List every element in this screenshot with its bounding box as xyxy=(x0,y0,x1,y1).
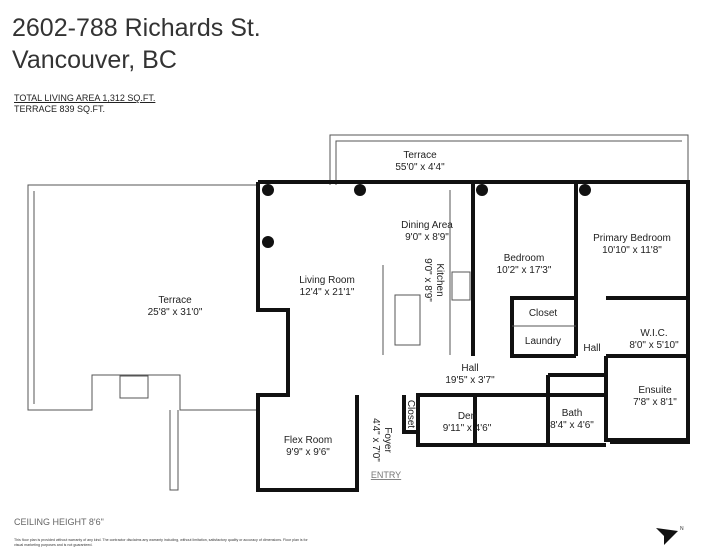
room-terrace-left-dims: 25'8" x 31'0" xyxy=(148,307,203,318)
room-living: Living Room xyxy=(299,275,355,286)
room-bath-dims: 8'4" x 4'6" xyxy=(550,420,594,431)
kitchen-fixtures xyxy=(119,271,471,399)
room-den: Den xyxy=(458,411,476,422)
room-terrace-left: Terrace xyxy=(158,295,192,306)
room-hall-2: Hall xyxy=(583,343,600,354)
room-living-dims: 12'4" x 21'1" xyxy=(300,287,355,298)
room-bath: Bath xyxy=(562,408,583,419)
room-terrace-top-dims: 55'0" x 4'4" xyxy=(395,162,445,173)
room-flex-dims: 9'9" x 9'6" xyxy=(286,447,330,458)
entry-label: ENTRY xyxy=(371,470,401,480)
address-title: 2602-788 Richards St. xyxy=(12,14,261,42)
room-dining-dims: 9'0" x 8'9" xyxy=(405,232,449,243)
columns xyxy=(262,184,591,248)
room-primary-bedroom-dims: 10'10" x 11'8" xyxy=(602,245,662,256)
room-terrace-top: Terrace xyxy=(403,150,437,161)
room-labels: Terrace 55'0" x 4'4" Terrace 25'8" x 31'… xyxy=(148,150,680,480)
area-summary: TOTAL LIVING AREA 1,312 SQ.FT. TERRACE 8… xyxy=(14,93,155,115)
terrace-outlines xyxy=(27,134,689,491)
room-foyer-dims: 4'4" x 7'0" xyxy=(370,418,381,462)
exterior-walls xyxy=(256,180,690,492)
terrace-area: TERRACE 839 SQ.FT. xyxy=(14,104,106,114)
room-hall-dims: 19'5" x 3'7" xyxy=(445,375,495,386)
north-label: N xyxy=(680,526,684,532)
room-kitchen: Kitchen xyxy=(434,263,445,296)
north-arrow-icon: N xyxy=(656,526,684,545)
city-subtitle: Vancouver, BC xyxy=(12,46,177,74)
room-primary-bedroom: Primary Bedroom xyxy=(593,233,671,244)
room-wic-dims: 8'0" x 5'10" xyxy=(629,340,679,351)
room-flex: Flex Room xyxy=(284,435,332,446)
ceiling-height: CEILING HEIGHT 8'6" xyxy=(14,517,104,527)
room-den-dims: 9'11" x 4'6" xyxy=(443,423,492,434)
room-dining: Dining Area xyxy=(401,220,453,231)
room-kitchen-dims: 9'0" x 8'9" xyxy=(422,258,433,302)
room-closet-2: Closet xyxy=(405,400,416,429)
room-wic: W.I.C. xyxy=(640,328,667,339)
room-ensuite-dims: 7'8" x 8'1" xyxy=(633,397,677,408)
room-laundry: Laundry xyxy=(525,336,561,347)
room-bedroom: Bedroom xyxy=(504,253,545,264)
room-foyer: Foyer xyxy=(382,427,393,453)
room-bedroom-dims: 10'2" x 17'3" xyxy=(497,265,552,276)
total-living-area: TOTAL LIVING AREA 1,312 SQ.FT. xyxy=(14,93,156,103)
disclaimer: This floor plan is provided without warr… xyxy=(14,538,308,547)
room-closet: Closet xyxy=(529,308,558,319)
room-ensuite: Ensuite xyxy=(638,385,672,396)
room-hall: Hall xyxy=(461,363,478,374)
